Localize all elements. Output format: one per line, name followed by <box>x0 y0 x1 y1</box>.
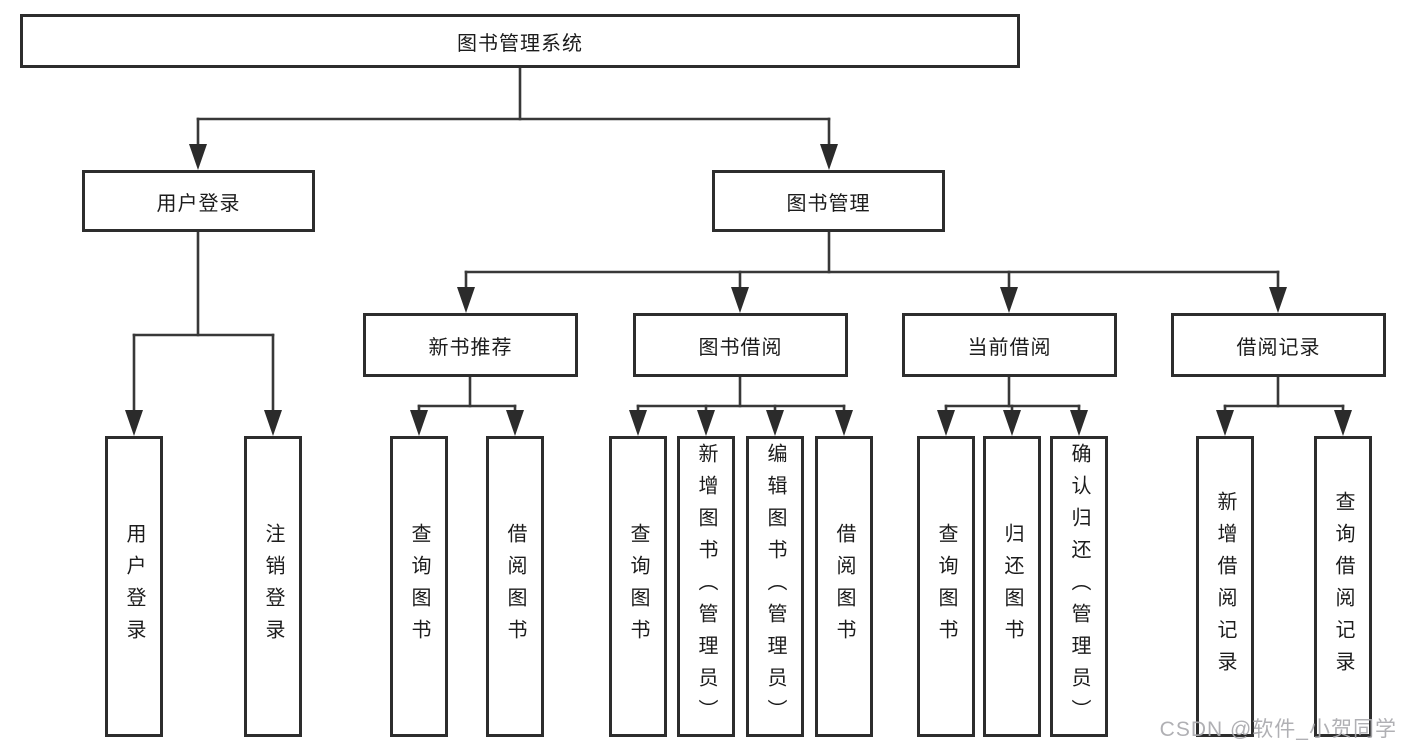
node-leaf-add-books: 新增图书（管理员） <box>677 436 735 737</box>
node-label: 查询图书 <box>627 522 649 651</box>
node-label: 图书管理 <box>786 192 871 215</box>
node-leaf-query-record: 查询借阅记录 <box>1314 436 1372 737</box>
node-leaf-add-record: 新增借阅记录 <box>1196 436 1254 737</box>
node-leaf-query-books-3: 查询图书 <box>917 436 975 737</box>
node-label: 新书推荐 <box>428 336 513 359</box>
node-label: 确认归还（管理员） <box>1068 442 1090 731</box>
node-label: 新增借阅记录 <box>1214 490 1236 683</box>
node-label: 注销登录 <box>262 522 284 651</box>
node-user-login: 用户登录 <box>82 170 315 232</box>
node-current-borrow: 当前借阅 <box>902 313 1117 377</box>
node-label: 查询借阅记录 <box>1332 490 1354 683</box>
node-new-book-rec: 新书推荐 <box>363 313 578 377</box>
node-label: 借阅图书 <box>833 522 855 651</box>
node-label: 用户登录 <box>156 192 241 215</box>
node-leaf-borrow-books-1: 借阅图书 <box>486 436 544 737</box>
node-label: 图书管理系统 <box>457 32 583 55</box>
node-book-mgmt: 图书管理 <box>712 170 945 232</box>
node-borrow-records: 借阅记录 <box>1171 313 1386 377</box>
node-leaf-query-books-2: 查询图书 <box>609 436 667 737</box>
node-root: 图书管理系统 <box>20 14 1020 68</box>
node-leaf-logout: 注销登录 <box>244 436 302 737</box>
node-label: 查询图书 <box>935 522 957 651</box>
node-leaf-user-login: 用户登录 <box>105 436 163 737</box>
node-label: 图书借阅 <box>698 336 783 359</box>
node-leaf-return-books: 归还图书 <box>983 436 1041 737</box>
node-label: 新增图书（管理员） <box>695 442 717 731</box>
node-label: 借阅记录 <box>1236 336 1321 359</box>
node-leaf-query-books-1: 查询图书 <box>390 436 448 737</box>
node-book-borrow: 图书借阅 <box>633 313 848 377</box>
node-label: 归还图书 <box>1001 522 1023 651</box>
node-label: 查询图书 <box>408 522 430 651</box>
watermark: CSDN @软件_小贺同学 <box>1159 718 1397 741</box>
node-label: 借阅图书 <box>504 522 526 651</box>
node-label: 当前借阅 <box>967 336 1052 359</box>
node-leaf-edit-books: 编辑图书（管理员） <box>746 436 804 737</box>
node-leaf-confirm-return: 确认归还（管理员） <box>1050 436 1108 737</box>
node-label: 用户登录 <box>123 522 145 651</box>
node-leaf-borrow-books-2: 借阅图书 <box>815 436 873 737</box>
node-label: 编辑图书（管理员） <box>764 442 786 731</box>
